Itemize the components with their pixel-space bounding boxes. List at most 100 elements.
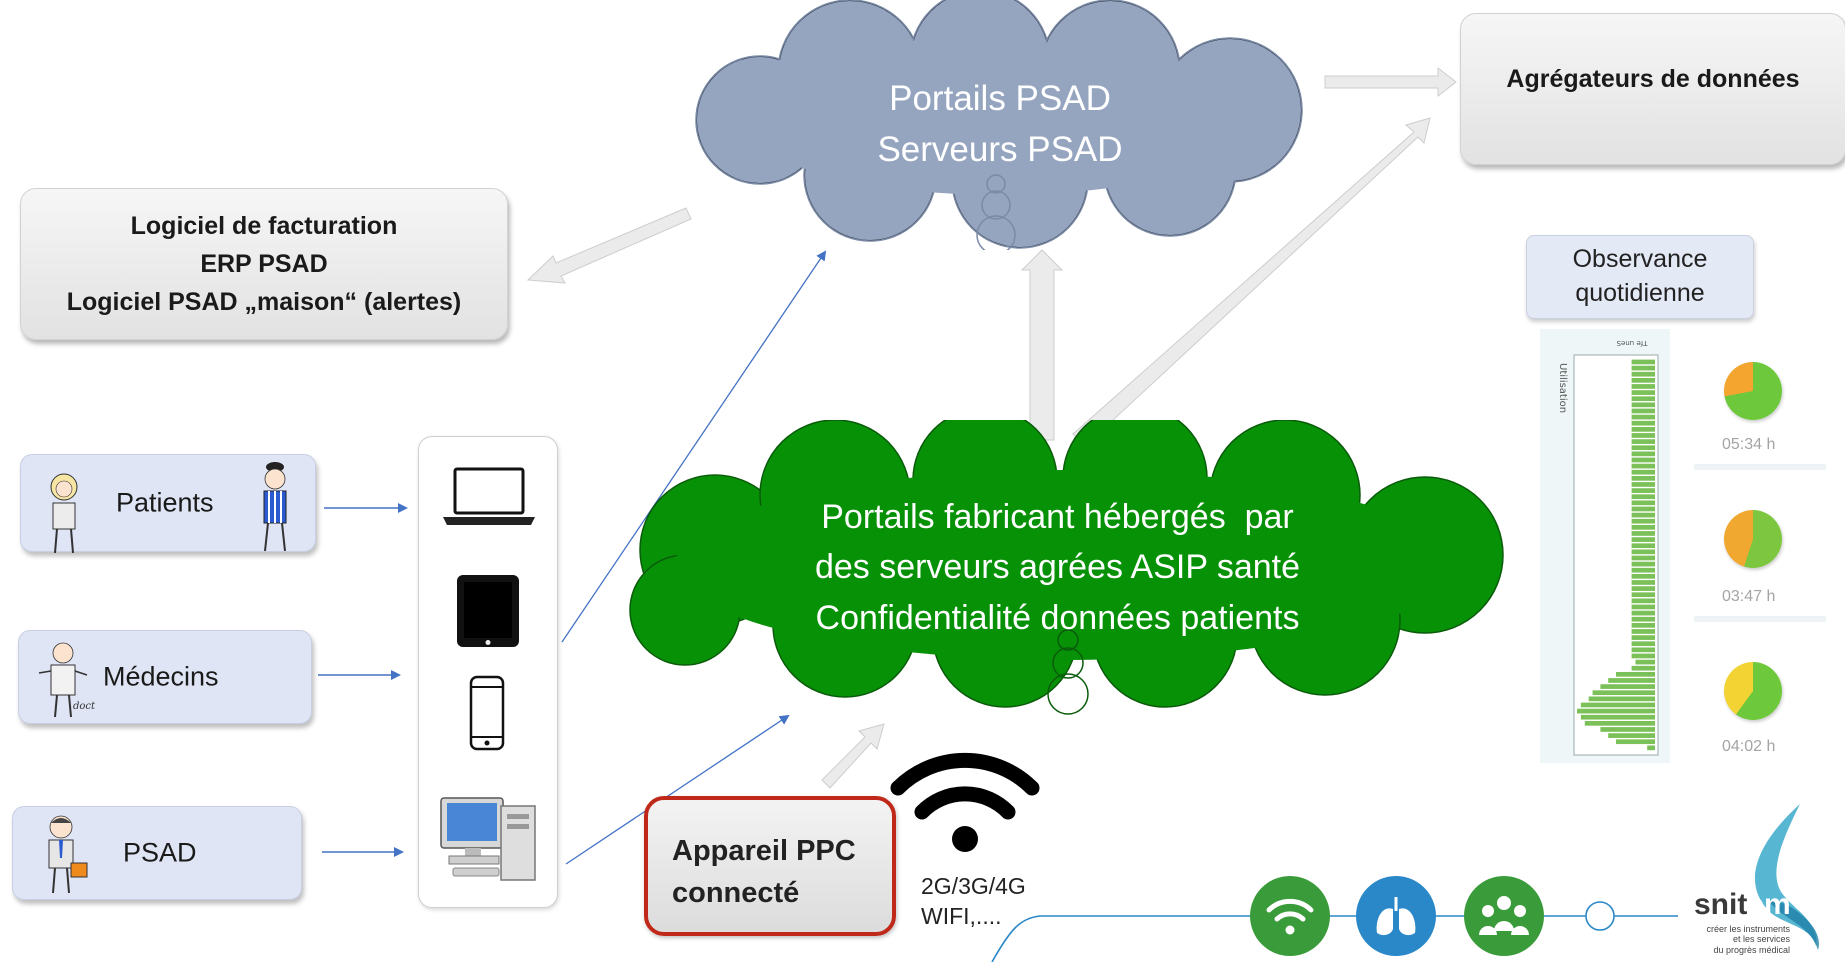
usage-bar xyxy=(1631,482,1655,487)
brand-wifi-circle xyxy=(1250,876,1330,956)
laptop-icon xyxy=(443,467,535,525)
psad-cloud-text: Portails PSAD Serveurs PSAD xyxy=(800,74,1200,176)
usage-bar xyxy=(1584,720,1655,726)
usage-bar xyxy=(1631,586,1655,591)
usage-chart-title: Tfe uneS xyxy=(1616,339,1648,347)
smartphone-icon xyxy=(469,675,505,751)
usage-bar xyxy=(1631,402,1655,408)
usage-bar xyxy=(1631,475,1655,481)
usage-bar xyxy=(1631,445,1655,451)
usage-bar xyxy=(1631,537,1655,542)
manufacturer-cloud-line-1: Portails fabricant hébergés par xyxy=(821,498,1294,536)
billing-software-box: Logiciel de facturation ERP PSAD Logicie… xyxy=(20,188,508,340)
usage-bar xyxy=(1608,678,1655,683)
usage-bar xyxy=(1631,512,1655,518)
usage-bar xyxy=(1631,592,1655,598)
brand-swoosh-line xyxy=(991,915,1590,962)
ppc-device-label: Appareil PPC connecté xyxy=(672,830,856,914)
ppc-line-1: Appareil PPC xyxy=(672,835,856,867)
daily-pies-panel: 05:34 h 03:47 h 04:02 h xyxy=(1694,330,1826,770)
devices-column xyxy=(418,436,558,908)
usage-chart-panel: Tfe uneS Utilisation xyxy=(1540,329,1670,763)
usage-bar xyxy=(1616,671,1655,677)
pie-day-2 xyxy=(1724,510,1782,568)
doctor-figure: doctor xyxy=(38,642,95,718)
usage-bar xyxy=(1631,457,1655,463)
usage-bar xyxy=(1631,506,1655,512)
medecins-label: Médecins xyxy=(103,661,219,692)
manufacturer-cloud: Portails fabricant hébergés par des serv… xyxy=(605,420,1540,720)
billing-line-1: Logiciel de facturation xyxy=(130,212,398,240)
brand-group-icon xyxy=(1479,896,1529,935)
patients-label: Patients xyxy=(116,487,214,518)
pie-day-1 xyxy=(1724,362,1782,420)
usage-bar xyxy=(1631,549,1655,555)
usage-bar xyxy=(1631,396,1655,402)
psad-cloud: Portails PSAD Serveurs PSAD xyxy=(670,0,1330,250)
usage-bar xyxy=(1631,390,1655,395)
connectivity-text: 2G/3G/4G WIFI,.... xyxy=(921,872,1026,932)
usage-chart-axis-label: Utilisation xyxy=(1557,363,1568,413)
user-box-patients: Patients xyxy=(20,454,316,553)
usage-bar xyxy=(1631,598,1655,604)
usage-bar xyxy=(1631,665,1655,671)
usage-bar xyxy=(1635,659,1655,665)
pie-separator-1 xyxy=(1694,464,1826,470)
usage-bar xyxy=(1631,641,1655,647)
psad-professional-figure xyxy=(48,815,88,894)
usage-bar xyxy=(1631,567,1655,573)
brand-lungs-icon xyxy=(1376,897,1416,936)
psad-cloud-line-1: Portails PSAD xyxy=(889,79,1111,118)
ppc-device-box: Appareil PPC connecté xyxy=(644,796,896,936)
brand-wifi-icon xyxy=(1266,898,1314,935)
snitem-name-light: em xyxy=(1747,888,1791,921)
usage-bar xyxy=(1631,414,1655,420)
usage-bar xyxy=(1631,500,1655,506)
usage-bar xyxy=(1588,696,1655,702)
tagline-line-1: créer les instruments xyxy=(1706,924,1790,934)
psad-cloud-line-2: Serveurs PSAD xyxy=(877,129,1123,169)
usage-bar xyxy=(1631,580,1655,585)
manufacturer-cloud-line-3: Confidentialité données patients xyxy=(815,598,1300,637)
usage-bar xyxy=(1631,616,1655,622)
psad-cloud-tail xyxy=(976,174,1016,250)
usage-bar xyxy=(1580,714,1655,720)
aggregators-label: Agrégateurs de données xyxy=(1506,64,1800,93)
pie-day-3 xyxy=(1724,662,1782,720)
tagline-line-2: et les services xyxy=(1732,934,1790,945)
usage-bar xyxy=(1631,531,1655,536)
usage-bar xyxy=(1631,524,1655,530)
usage-bar xyxy=(1631,451,1655,457)
ppc-line-2: connecté xyxy=(672,877,800,910)
grey-block-arrows xyxy=(526,66,1457,789)
brand-end-circle xyxy=(1585,901,1615,931)
pie-time-2: 03:47 h xyxy=(1722,588,1776,605)
usage-bar xyxy=(1631,365,1655,371)
user-box-psad: PSAD xyxy=(12,806,302,900)
usage-bar xyxy=(1631,384,1655,389)
manufacturer-cloud-tail xyxy=(1047,629,1089,715)
usage-bar xyxy=(1592,690,1655,696)
usage-bar xyxy=(1631,371,1655,377)
connectivity-line-2: WIFI,.... xyxy=(921,902,1002,929)
psad-label: PSAD xyxy=(123,837,197,868)
brand-group-circle xyxy=(1464,876,1544,956)
snitem-wordmark: snitem xyxy=(1694,890,1791,920)
snitem-logo: snitem créer les instruments et les serv… xyxy=(1660,800,1845,962)
usage-bar xyxy=(1631,469,1655,475)
usage-bar xyxy=(1631,629,1655,634)
usage-bar xyxy=(1600,727,1655,732)
doctor-tag-text: doctor xyxy=(73,701,95,712)
usage-bar xyxy=(1631,555,1655,561)
usage-bar xyxy=(1631,433,1655,438)
usage-bar xyxy=(1631,635,1655,640)
desktop-computer-icon xyxy=(440,797,536,881)
snitem-name-dark: snit xyxy=(1694,888,1748,921)
snitem-tagline: créer les instruments et les services du… xyxy=(1670,924,1790,955)
usage-bar xyxy=(1631,426,1655,432)
usage-bar xyxy=(1580,702,1655,708)
manufacturer-cloud-line-2: des serveurs agrées ASIP santé xyxy=(814,548,1301,587)
usage-bar xyxy=(1631,377,1655,383)
patient-female-figure xyxy=(50,473,78,553)
